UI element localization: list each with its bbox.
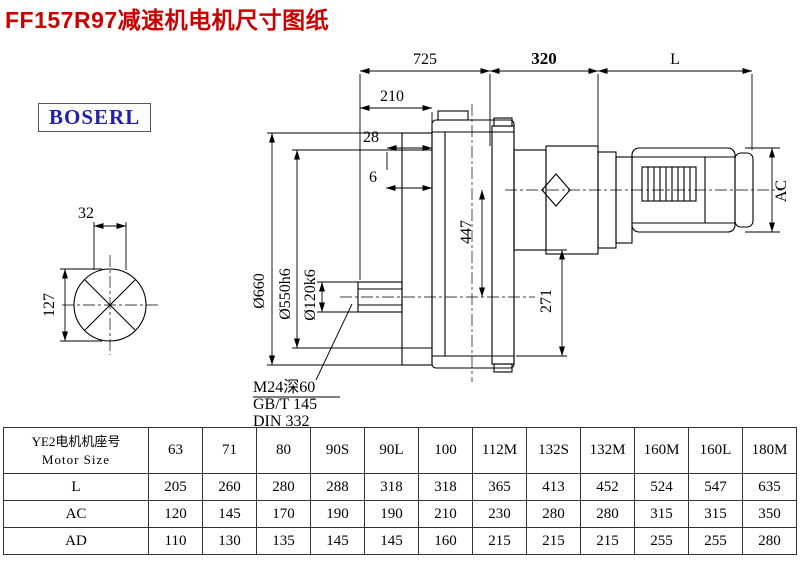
- page-title: FF157R97减速机电机尺寸图纸: [5, 7, 330, 33]
- table-header-row: YE2电机机座号 Motor Size 63 71 80 90S 90L 100…: [3, 427, 797, 474]
- dim-L: L: [670, 51, 680, 68]
- shaft-end-view: [73, 268, 147, 342]
- note-thread: M24深60: [253, 378, 315, 396]
- table-row-AC: AC 120 145 170 190 190 210 230 280 280 3…: [3, 500, 797, 528]
- table-cell: 135: [256, 527, 311, 555]
- note-standard-din: DIN 332: [253, 413, 309, 430]
- table-cell: 318: [418, 473, 473, 501]
- table-cell: 260: [202, 473, 257, 501]
- size-column-header: 132M: [580, 427, 635, 474]
- motor-size-header-en: Motor Size: [41, 451, 111, 467]
- table-cell: 280: [256, 473, 311, 501]
- table-cell: 452: [580, 473, 635, 501]
- table-cell: 255: [634, 527, 689, 555]
- table-cell: 547: [688, 473, 743, 501]
- table-cell: 145: [202, 500, 257, 528]
- table-cell: 413: [526, 473, 581, 501]
- table-cell: 255: [688, 527, 743, 555]
- table-cell: 215: [472, 527, 527, 555]
- table-cell: 315: [688, 500, 743, 528]
- table-cell: 160: [418, 527, 473, 555]
- size-column-header: 180M: [742, 427, 797, 474]
- size-column-header: 90S: [310, 427, 365, 474]
- size-column-header: 160L: [688, 427, 743, 474]
- dia-shaft: Ø120k6: [302, 269, 319, 321]
- size-column-header: 80: [256, 427, 311, 474]
- boserl-logo: BOSERL: [38, 103, 152, 132]
- size-column-header: 100: [418, 427, 473, 474]
- table-cell: 215: [580, 527, 635, 555]
- motor-outline: [513, 145, 754, 255]
- table-cell: 130: [202, 527, 257, 555]
- dim-447: 447: [458, 220, 475, 244]
- table-cell: 280: [742, 527, 797, 555]
- size-column-header: 160M: [634, 427, 689, 474]
- motor-size-header: YE2电机机座号 Motor Size: [3, 427, 149, 474]
- dim-32: 32: [78, 205, 94, 222]
- dim-210: 210: [380, 88, 404, 105]
- table-row-AD: AD 110 130 135 145 145 160 215 215 215 2…: [3, 527, 797, 555]
- size-column-header: 63: [148, 427, 203, 474]
- size-column-header: 132S: [526, 427, 581, 474]
- table-cell: 635: [742, 473, 797, 501]
- table-cell: 190: [364, 500, 419, 528]
- dim-127: 127: [41, 293, 58, 317]
- size-column-header: 90L: [364, 427, 419, 474]
- dia-spigot: Ø550h6: [277, 268, 294, 320]
- dim-725: 725: [413, 51, 437, 68]
- table-cell: 230: [472, 500, 527, 528]
- table-cell: 170: [256, 500, 311, 528]
- dim-AC: AC: [773, 180, 790, 202]
- motor-size-header-cn: YE2电机机座号: [31, 433, 121, 449]
- note-standard-gb: GB/T 145: [253, 396, 317, 413]
- table-cell: 190: [310, 500, 365, 528]
- table-row-L: L 205 260 280 288 318 318 365 413 452 52…: [3, 473, 797, 501]
- table-cell: 210: [418, 500, 473, 528]
- table-cell: 280: [580, 500, 635, 528]
- dimension-lines: [60, 68, 780, 398]
- table-cell: 318: [364, 473, 419, 501]
- row-label: AC: [3, 500, 149, 528]
- dim-320: 320: [531, 49, 557, 68]
- table-cell: 145: [310, 527, 365, 555]
- dia-flange: Ø660: [251, 273, 268, 309]
- table-cell: 215: [526, 527, 581, 555]
- table-cell: 145: [364, 527, 419, 555]
- table-cell: 205: [148, 473, 203, 501]
- size-column-header: 112M: [472, 427, 527, 474]
- table-cell: 110: [148, 527, 203, 555]
- table-cell: 350: [742, 500, 797, 528]
- table-cell: 524: [634, 473, 689, 501]
- row-label: AD: [3, 527, 149, 555]
- table-cell: 288: [310, 473, 365, 501]
- dimension-labels: 725 320 L 210 28 6 32 127 Ø660 Ø550h6 Ø1…: [41, 49, 790, 430]
- table-cell: 365: [472, 473, 527, 501]
- table-cell: 315: [634, 500, 689, 528]
- dim-6: 6: [369, 169, 377, 186]
- dimension-table: YE2电机机座号 Motor Size 63 71 80 90S 90L 100…: [3, 427, 797, 555]
- dim-271: 271: [538, 289, 555, 313]
- table-cell: 280: [526, 500, 581, 528]
- table-cell: 120: [148, 500, 203, 528]
- size-column-header: 71: [202, 427, 257, 474]
- dim-28: 28: [363, 129, 379, 146]
- row-label: L: [3, 473, 149, 501]
- centerlines: [62, 104, 782, 382]
